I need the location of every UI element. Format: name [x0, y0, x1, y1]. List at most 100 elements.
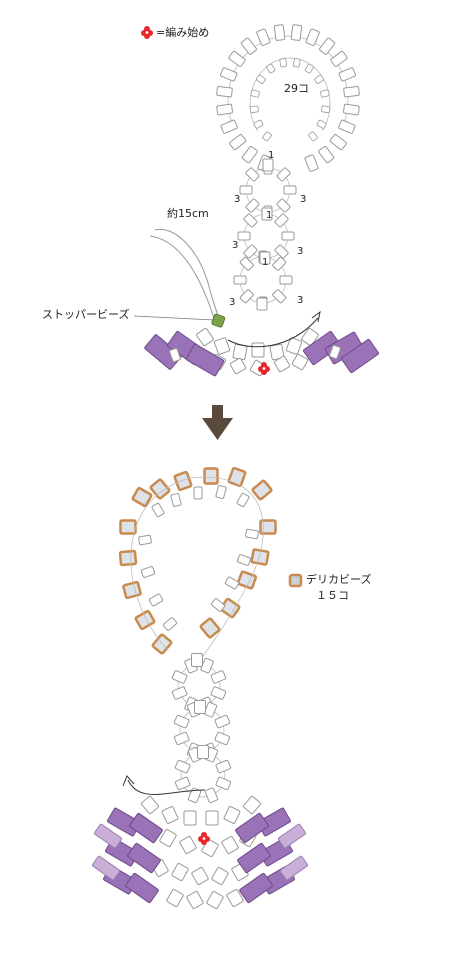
- bead: [171, 686, 188, 700]
- delica-bead: [259, 519, 277, 535]
- bead: [274, 213, 289, 228]
- bead: [179, 835, 197, 855]
- bead: [239, 256, 254, 271]
- bead: [229, 357, 247, 375]
- bead: [171, 670, 188, 684]
- bead: [245, 528, 259, 540]
- delica-bead: [199, 617, 221, 639]
- bottom-loop-beads: [118, 466, 277, 661]
- delica-bead: [219, 597, 241, 619]
- bead: [283, 185, 297, 195]
- bead: [291, 353, 309, 371]
- bead: [174, 776, 191, 791]
- bottom-arrow-head: [122, 775, 135, 787]
- stopper-bead-icon: [211, 313, 226, 328]
- bead: [338, 119, 356, 134]
- bead: [210, 670, 227, 684]
- bead: [211, 866, 229, 886]
- bead: [318, 145, 335, 164]
- bead: [262, 131, 272, 142]
- bead: [161, 806, 179, 824]
- thread-line-2: [149, 235, 215, 319]
- bead: [243, 244, 258, 259]
- purple-bugle-bead: [303, 330, 341, 366]
- stopper-bead-label: ストッパービーズ: [42, 308, 130, 321]
- bead: [330, 50, 348, 67]
- bead: [148, 593, 164, 607]
- bead: [194, 700, 206, 714]
- bead: [206, 890, 224, 910]
- start-marker-bottom-icon: [198, 832, 210, 845]
- bead: [140, 566, 156, 578]
- count-label: 1: [262, 257, 269, 268]
- down-arrow-icon: [202, 405, 233, 440]
- thread-line: [227, 35, 349, 130]
- bead: [305, 28, 320, 46]
- delica-bead: [131, 486, 153, 508]
- bead: [316, 119, 327, 129]
- purple-bugle-bead: [239, 872, 273, 904]
- bead: [210, 686, 227, 700]
- bead: [216, 103, 233, 116]
- bead: [187, 787, 202, 804]
- bead: [236, 492, 250, 508]
- purple-bugle-bead: [185, 343, 225, 377]
- top-direction-arrow: [227, 317, 319, 348]
- bead: [193, 486, 203, 500]
- delica-bead: [250, 548, 270, 566]
- thread-line: [177, 663, 221, 707]
- bead: [191, 653, 203, 667]
- bead: [151, 502, 165, 518]
- bead: [191, 866, 209, 886]
- bead: [204, 787, 219, 804]
- delica-bead: [122, 580, 142, 600]
- bead: [138, 534, 152, 546]
- delica-bead: [119, 519, 137, 535]
- loop-count-label: 29コ: [284, 82, 309, 95]
- delica-bead: [134, 609, 156, 631]
- delica-legend-label: デリカビーズ: [306, 573, 372, 586]
- bead: [262, 158, 274, 172]
- thread-line: [154, 228, 221, 323]
- bead: [276, 167, 291, 182]
- bead: [343, 85, 360, 98]
- bead: [228, 50, 246, 67]
- bead: [301, 327, 319, 347]
- top-arrow-head: [311, 310, 321, 323]
- bead: [304, 63, 314, 74]
- bead: [256, 297, 268, 311]
- thread-line: [130, 476, 264, 661]
- bead: [239, 289, 254, 304]
- bead: [245, 198, 260, 213]
- bead: [292, 58, 301, 68]
- bead: [274, 244, 289, 259]
- delica-bead-swatch-icon: [288, 573, 303, 588]
- bead: [205, 810, 219, 826]
- bead: [229, 134, 247, 151]
- bead: [243, 795, 261, 815]
- bead: [249, 105, 259, 113]
- bead: [226, 888, 244, 908]
- bead: [236, 554, 252, 566]
- delica-legend-count: １５コ: [316, 589, 349, 602]
- bead: [141, 795, 159, 815]
- bead: [173, 731, 190, 746]
- bead: [273, 355, 291, 373]
- bead: [279, 58, 288, 68]
- bead: [210, 598, 226, 612]
- bead: [216, 85, 233, 98]
- count-label: 3: [297, 246, 304, 257]
- delica-bead: [173, 470, 193, 492]
- count-label: 1: [268, 150, 275, 161]
- delica-bead: [151, 633, 173, 655]
- bead: [273, 24, 286, 41]
- bead: [203, 701, 218, 718]
- thread-line: [249, 57, 331, 132]
- bead: [215, 759, 232, 774]
- bead: [174, 759, 191, 774]
- bead: [321, 105, 331, 113]
- bead: [343, 103, 360, 116]
- bead: [224, 576, 240, 590]
- start-legend-label: =編み始め: [156, 26, 210, 39]
